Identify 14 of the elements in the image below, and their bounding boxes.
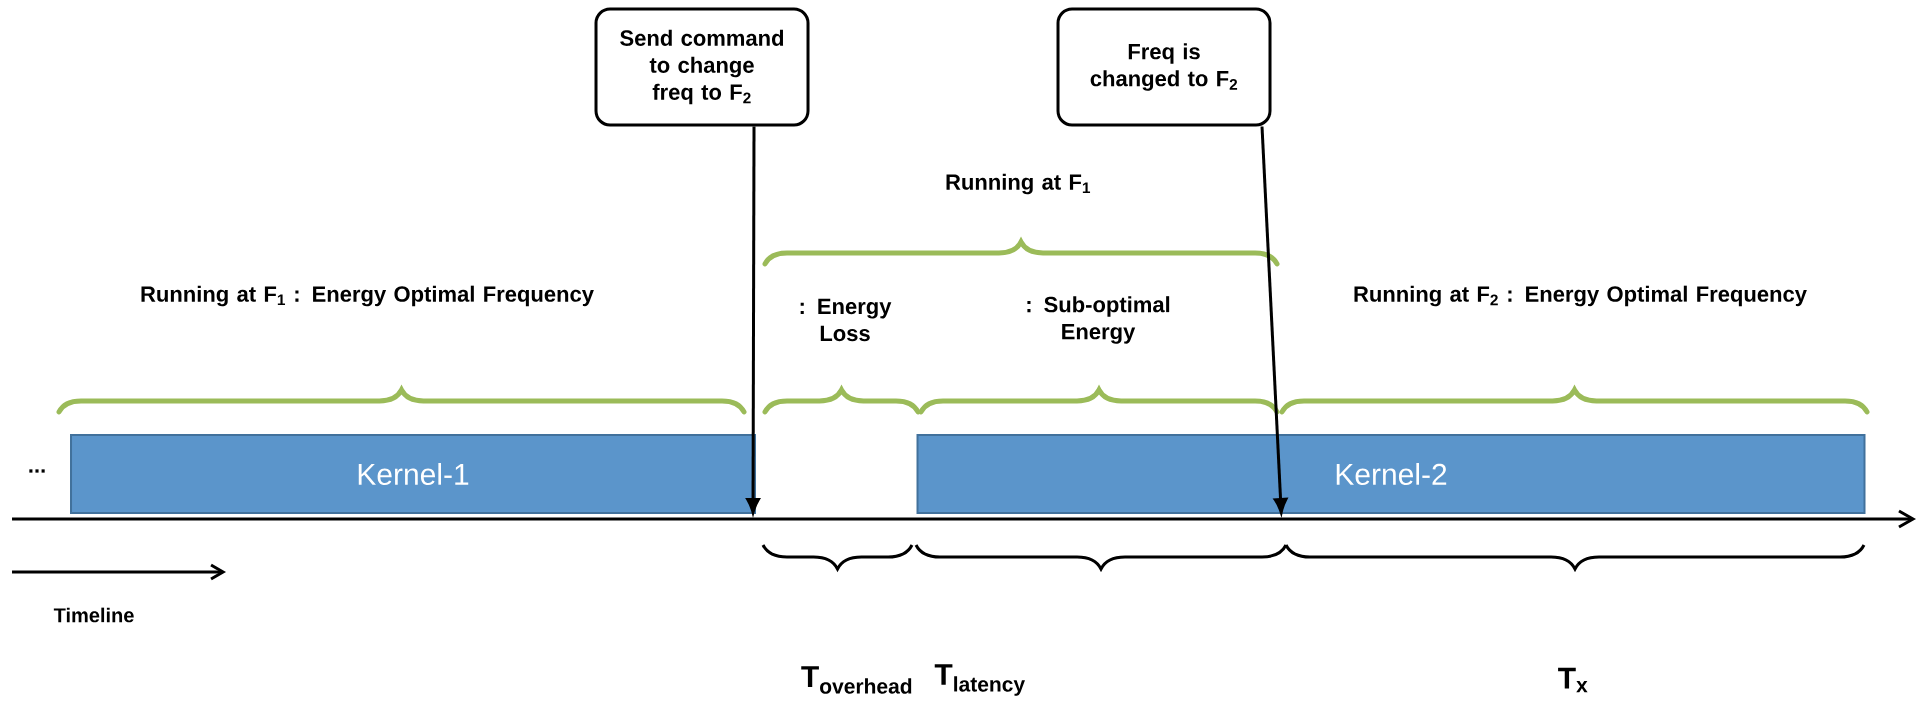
duration-label: T$_{overhead}$ (801, 666, 912, 694)
axis-label: Timeline (53, 607, 134, 623)
duration-label: T$_{x}$ (1558, 667, 1588, 693)
duration-label: T$_{latency}$ (934, 664, 1025, 696)
brace-label: Running at F$_{1}$ : Energy Optimal Frequency (141, 285, 594, 307)
brace-label: : Energy Loss (800, 298, 892, 342)
brace-label: Running at F$_{1}$ (946, 173, 1091, 195)
kernel-bar: Kernel-2 (916, 434, 1866, 514)
callout-box: Send command to change freq to F$_{2}$ (594, 7, 810, 127)
callout-box: Freq is changed to F$_{2}$ (1056, 7, 1272, 127)
brace-label: : Sub-optimal Energy (1027, 296, 1170, 344)
ellipsis: ... (29, 469, 45, 473)
kernel-bar: Kernel-1 (70, 434, 756, 514)
brace-label: Running at F$_{2}$ : Energy Optimal Frequency (1354, 285, 1807, 307)
